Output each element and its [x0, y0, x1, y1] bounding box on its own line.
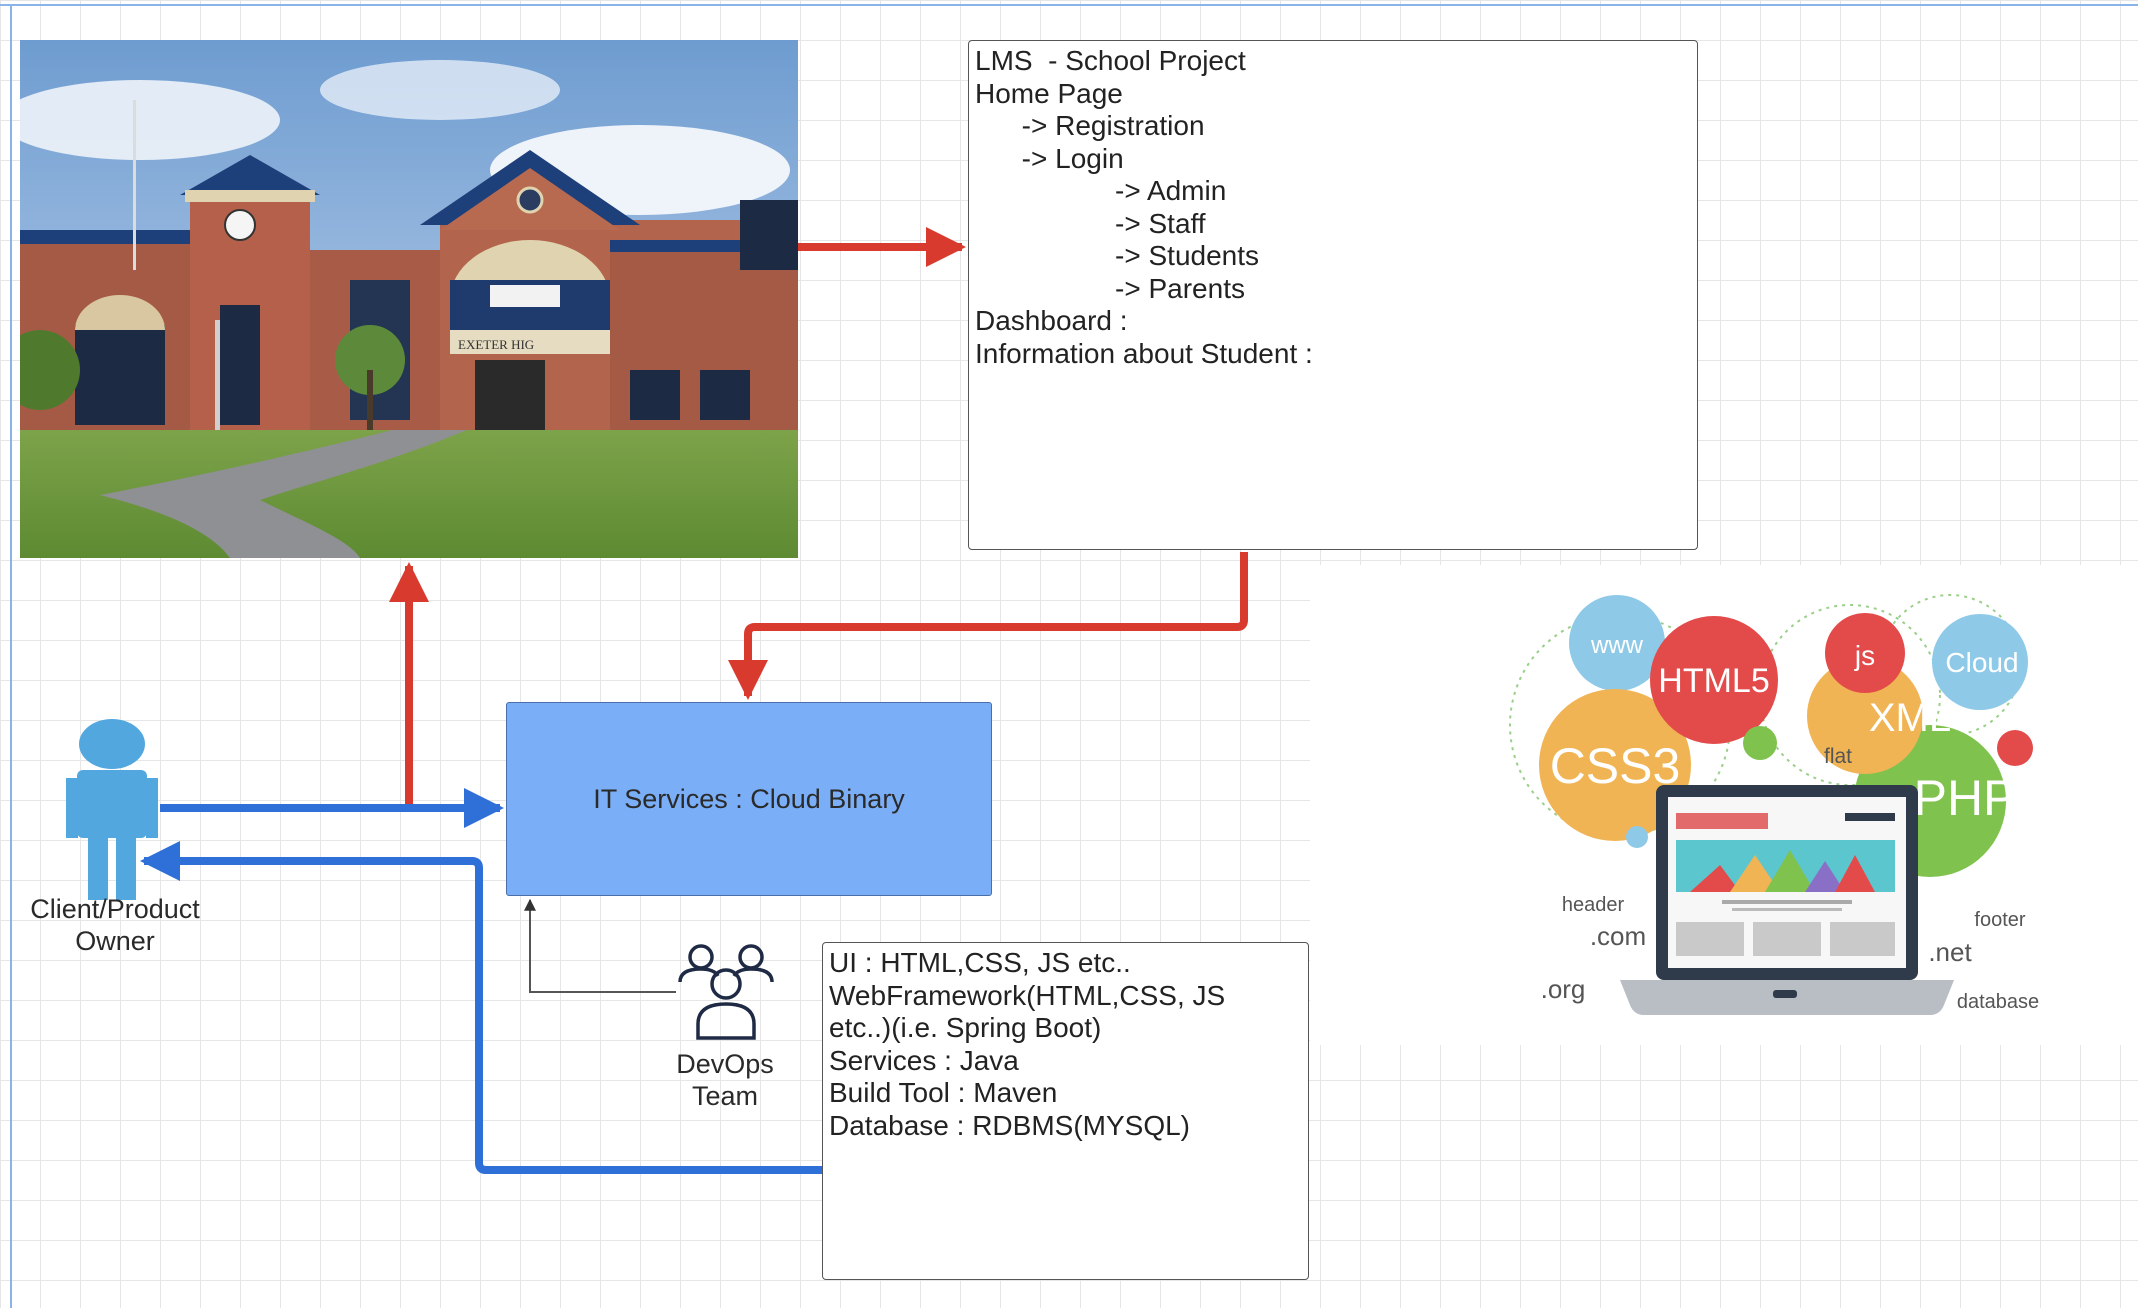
it-services-box[interactable]: IT Services : Cloud Binary — [506, 702, 992, 896]
org-label: .org — [1541, 974, 1586, 1004]
database-label: database — [1957, 991, 2039, 1013]
css3-bubble — [1539, 689, 1691, 841]
client-label-line-2: Owner — [75, 926, 155, 956]
xml-bubble — [1807, 658, 1923, 774]
header-label: header — [1562, 894, 1625, 916]
lms-note-line: LMS - School Project — [975, 45, 1246, 76]
html5-bubble — [1650, 616, 1778, 744]
tech-note-line: Services : Java — [829, 1044, 1019, 1076]
xml-text: XML — [1869, 696, 1951, 740]
small-blue-dot — [1626, 826, 1648, 848]
school-sign-text: EXETER HIG — [458, 337, 534, 352]
arrow-lms-to-it-services[interactable] — [728, 552, 1248, 700]
tech-note-line: Build Tool : Maven — [829, 1077, 1058, 1108]
cloud-text: Cloud — [1945, 647, 2018, 678]
arrow-devops-to-it-services[interactable] — [524, 898, 676, 993]
canvas-top-border — [0, 4, 2138, 6]
cloud-bubble — [1932, 614, 2028, 710]
it-services-label: IT Services : Cloud Binary — [593, 783, 905, 814]
tech-stack-note[interactable]: UI : HTML,CSS, JS etc.. WebFramework(HTM… — [822, 942, 1309, 1280]
client-label-line-1: Client/Product — [30, 894, 200, 924]
devops-label-line-2: Team — [691, 1081, 759, 1111]
devops-label-line-1: DevOps — [676, 1049, 774, 1079]
lms-note-line: -> Admin — [975, 175, 1227, 206]
lms-note-line: -> Registration — [975, 110, 1205, 141]
lms-note-line: Dashboard : — [975, 305, 1128, 336]
lms-note-line: Information about Student : — [975, 337, 1313, 369]
devops-team-icon[interactable] — [676, 942, 776, 1042]
devops-label: DevOps Team — [640, 1048, 810, 1112]
web-technologies-graphic[interactable]: www HTML5 js Cloud XML CSS3 PHP flat hea… — [1310, 565, 2138, 1045]
canvas-left-border — [10, 4, 12, 1308]
tech-note-line: WebFramework(HTML,CSS, JS — [829, 979, 1226, 1011]
client-person-icon[interactable] — [62, 718, 162, 900]
small-red-dot — [1997, 730, 2033, 766]
js-bubble — [1825, 613, 1905, 693]
flat-label: flat — [1824, 745, 1852, 768]
lms-note-line: -> Parents — [975, 272, 1245, 304]
html5-text: HTML5 — [1658, 662, 1769, 700]
css3-text: CSS3 — [1550, 738, 1681, 794]
com-label: .com — [1590, 921, 1646, 951]
lms-project-note[interactable]: LMS - School Project Home Page -> Regist… — [968, 40, 1698, 550]
lms-note-line: -> Staff — [975, 207, 1206, 239]
www-text: www — [1590, 632, 1644, 659]
laptop-icon — [1620, 785, 1954, 1015]
net-label: .net — [1928, 937, 1972, 967]
footer-label: footer — [1974, 909, 2025, 931]
arrow-tech-to-client[interactable] — [140, 841, 822, 1174]
js-text: js — [1854, 640, 1875, 671]
lms-note-line: Home Page — [975, 77, 1123, 109]
tech-note-line: Database : RDBMS(MYSQL) — [829, 1109, 1190, 1141]
school-building-photo[interactable]: EXETER HIG — [20, 40, 798, 558]
client-label: Client/Product Owner — [20, 893, 210, 957]
php-text: PHP — [1914, 770, 2017, 826]
www-bubble — [1569, 595, 1665, 691]
lms-note-line: -> Login — [975, 142, 1124, 174]
small-green-dot — [1743, 726, 1777, 760]
tech-note-line: etc..)(i.e. Spring Boot) — [829, 1012, 1102, 1043]
lms-note-line: -> Students — [975, 240, 1260, 271]
tech-note-line: UI : HTML,CSS, JS etc.. — [829, 947, 1131, 978]
